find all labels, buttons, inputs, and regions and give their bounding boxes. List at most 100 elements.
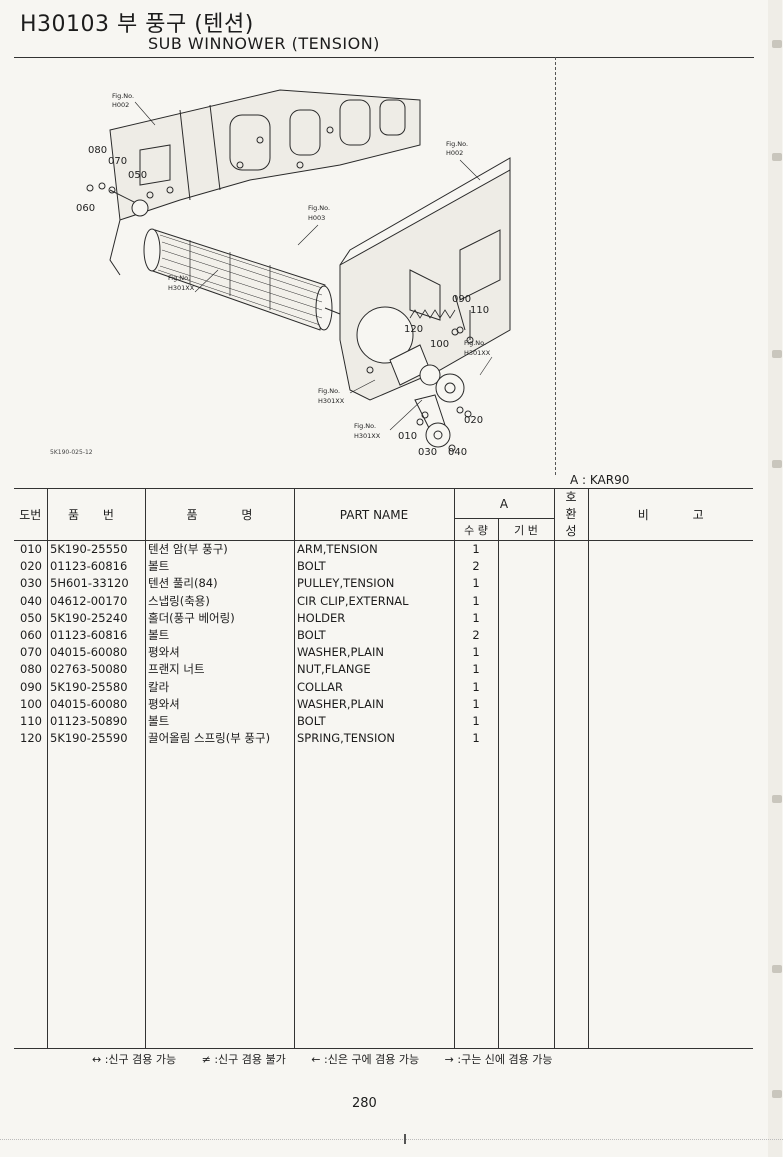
- cell-qty: 1: [472, 662, 480, 677]
- cell-part-no: 01123-60816: [50, 628, 128, 643]
- cell-remarks: [588, 644, 753, 661]
- cell-compat: [554, 713, 588, 730]
- cell-base-no: [498, 713, 554, 730]
- cell-qty: 1: [472, 576, 480, 591]
- table-column-rule: [554, 536, 555, 1048]
- cell-no: 010: [20, 542, 42, 556]
- scan-edge-marks: [0, 1134, 783, 1144]
- cell-base-no: [498, 661, 554, 678]
- cell-part-name: BOLT: [297, 559, 326, 574]
- cell-no: 080: [20, 662, 42, 677]
- col-header-qty: 수 량: [454, 518, 499, 541]
- cell-qty: 1: [472, 610, 480, 625]
- cell-compat: [554, 679, 588, 696]
- cell-part-name: COLLAR: [297, 679, 344, 694]
- cell-remarks: [588, 610, 753, 627]
- cell-qty: 1: [472, 645, 480, 660]
- cell-compat: [554, 541, 588, 559]
- cell-part-name: PULLEY,TENSION: [297, 576, 395, 591]
- header-divider: [14, 57, 754, 58]
- callout: 050: [128, 170, 147, 181]
- callout: 070: [108, 156, 127, 167]
- binding-hole: [772, 460, 782, 468]
- fig-ref: Fig.No.: [308, 204, 330, 212]
- fig-ref: Fig.No.: [446, 140, 468, 148]
- cell-name-kr: 텐션 풀리(84): [148, 576, 218, 591]
- cell-compat: [554, 610, 588, 627]
- table-column-rule: [145, 536, 146, 1048]
- table-column-rule: [588, 536, 589, 1048]
- col-header-part-no: 품 번: [47, 488, 146, 541]
- fig-ref: H301XX: [318, 397, 345, 405]
- cell-part-no: 04612-00170: [50, 593, 128, 608]
- binding-hole: [772, 40, 782, 48]
- cell-no: 100: [20, 696, 42, 711]
- cell-part-no: 02763-50080: [50, 662, 128, 677]
- table-column-rule: [498, 536, 499, 1048]
- callout: 110: [470, 305, 489, 316]
- callout: 010: [398, 431, 417, 442]
- cell-remarks: [588, 661, 753, 678]
- cell-remarks: [588, 730, 753, 747]
- callout: 030: [418, 447, 437, 458]
- cell-name-kr: 텐션 암(부 풍구): [148, 542, 228, 556]
- cell-remarks: [588, 679, 753, 696]
- callout: 080: [88, 145, 107, 156]
- cell-no: 120: [20, 731, 42, 746]
- cell-part-name: CIR CLIP,EXTERNAL: [297, 593, 409, 608]
- binding-hole: [772, 1090, 782, 1098]
- cell-part-no: 5K190-25590: [50, 731, 128, 746]
- cell-part-no: 5H601-33120: [50, 576, 129, 591]
- cell-name-kr: 칼라: [148, 679, 170, 694]
- cell-part-name: NUT,FLANGE: [297, 662, 371, 677]
- cell-base-no: [498, 730, 554, 747]
- cell-qty: 2: [472, 559, 480, 574]
- cell-part-name: HOLDER: [297, 610, 346, 625]
- cell-part-name: BOLT: [297, 628, 326, 643]
- cell-compat: [554, 558, 588, 575]
- cell-part-no: 5K190-25550: [50, 542, 128, 556]
- cell-base-no: [498, 696, 554, 713]
- cell-remarks: [588, 696, 753, 713]
- drawing-id: 5K190-025-12: [50, 449, 93, 456]
- cell-qty: 1: [472, 679, 480, 694]
- legend-item: ↔ :신구 겸용 가능: [92, 1053, 177, 1066]
- fig-ref: Fig.No.: [464, 339, 486, 347]
- cell-base-no: [498, 575, 554, 592]
- col-header-part-name: PART NAME: [294, 488, 455, 541]
- cell-no: 040: [20, 593, 42, 608]
- cell-qty: 1: [472, 593, 480, 608]
- cell-name-kr: 프랜지 너트: [148, 662, 205, 677]
- binding-margin: [768, 0, 782, 1157]
- cell-compat: [554, 730, 588, 747]
- drawing-divider: [555, 57, 556, 475]
- cell-no: 030: [20, 576, 42, 591]
- fig-ref: Fig.No.: [318, 387, 340, 395]
- legend-item: ≠ :신구 겸용 불가: [201, 1053, 286, 1066]
- table-bottom-rule: [14, 1048, 753, 1049]
- col-header-base-no: 기 번: [498, 518, 555, 541]
- fig-ref: Fig.No.: [168, 274, 190, 282]
- fig-ref: H301XX: [464, 349, 491, 357]
- binding-hole: [772, 795, 782, 803]
- page-title: H30103 부 풍구 (텐션): [20, 12, 254, 37]
- cell-base-no: [498, 593, 554, 610]
- cell-name-kr: 평와셔: [148, 645, 180, 660]
- cell-remarks: [588, 627, 753, 644]
- cell-base-no: [498, 610, 554, 627]
- fig-ref: H301XX: [354, 432, 381, 440]
- cell-compat: [554, 627, 588, 644]
- callout: 020: [464, 415, 483, 426]
- callout: 100: [430, 339, 449, 350]
- callout: 060: [76, 203, 95, 214]
- cell-qty: 2: [472, 628, 480, 643]
- cell-name-kr: 스냅링(축용): [148, 593, 210, 608]
- fig-ref: H002: [446, 149, 463, 157]
- binding-hole: [772, 153, 782, 161]
- cell-no: 070: [20, 645, 42, 660]
